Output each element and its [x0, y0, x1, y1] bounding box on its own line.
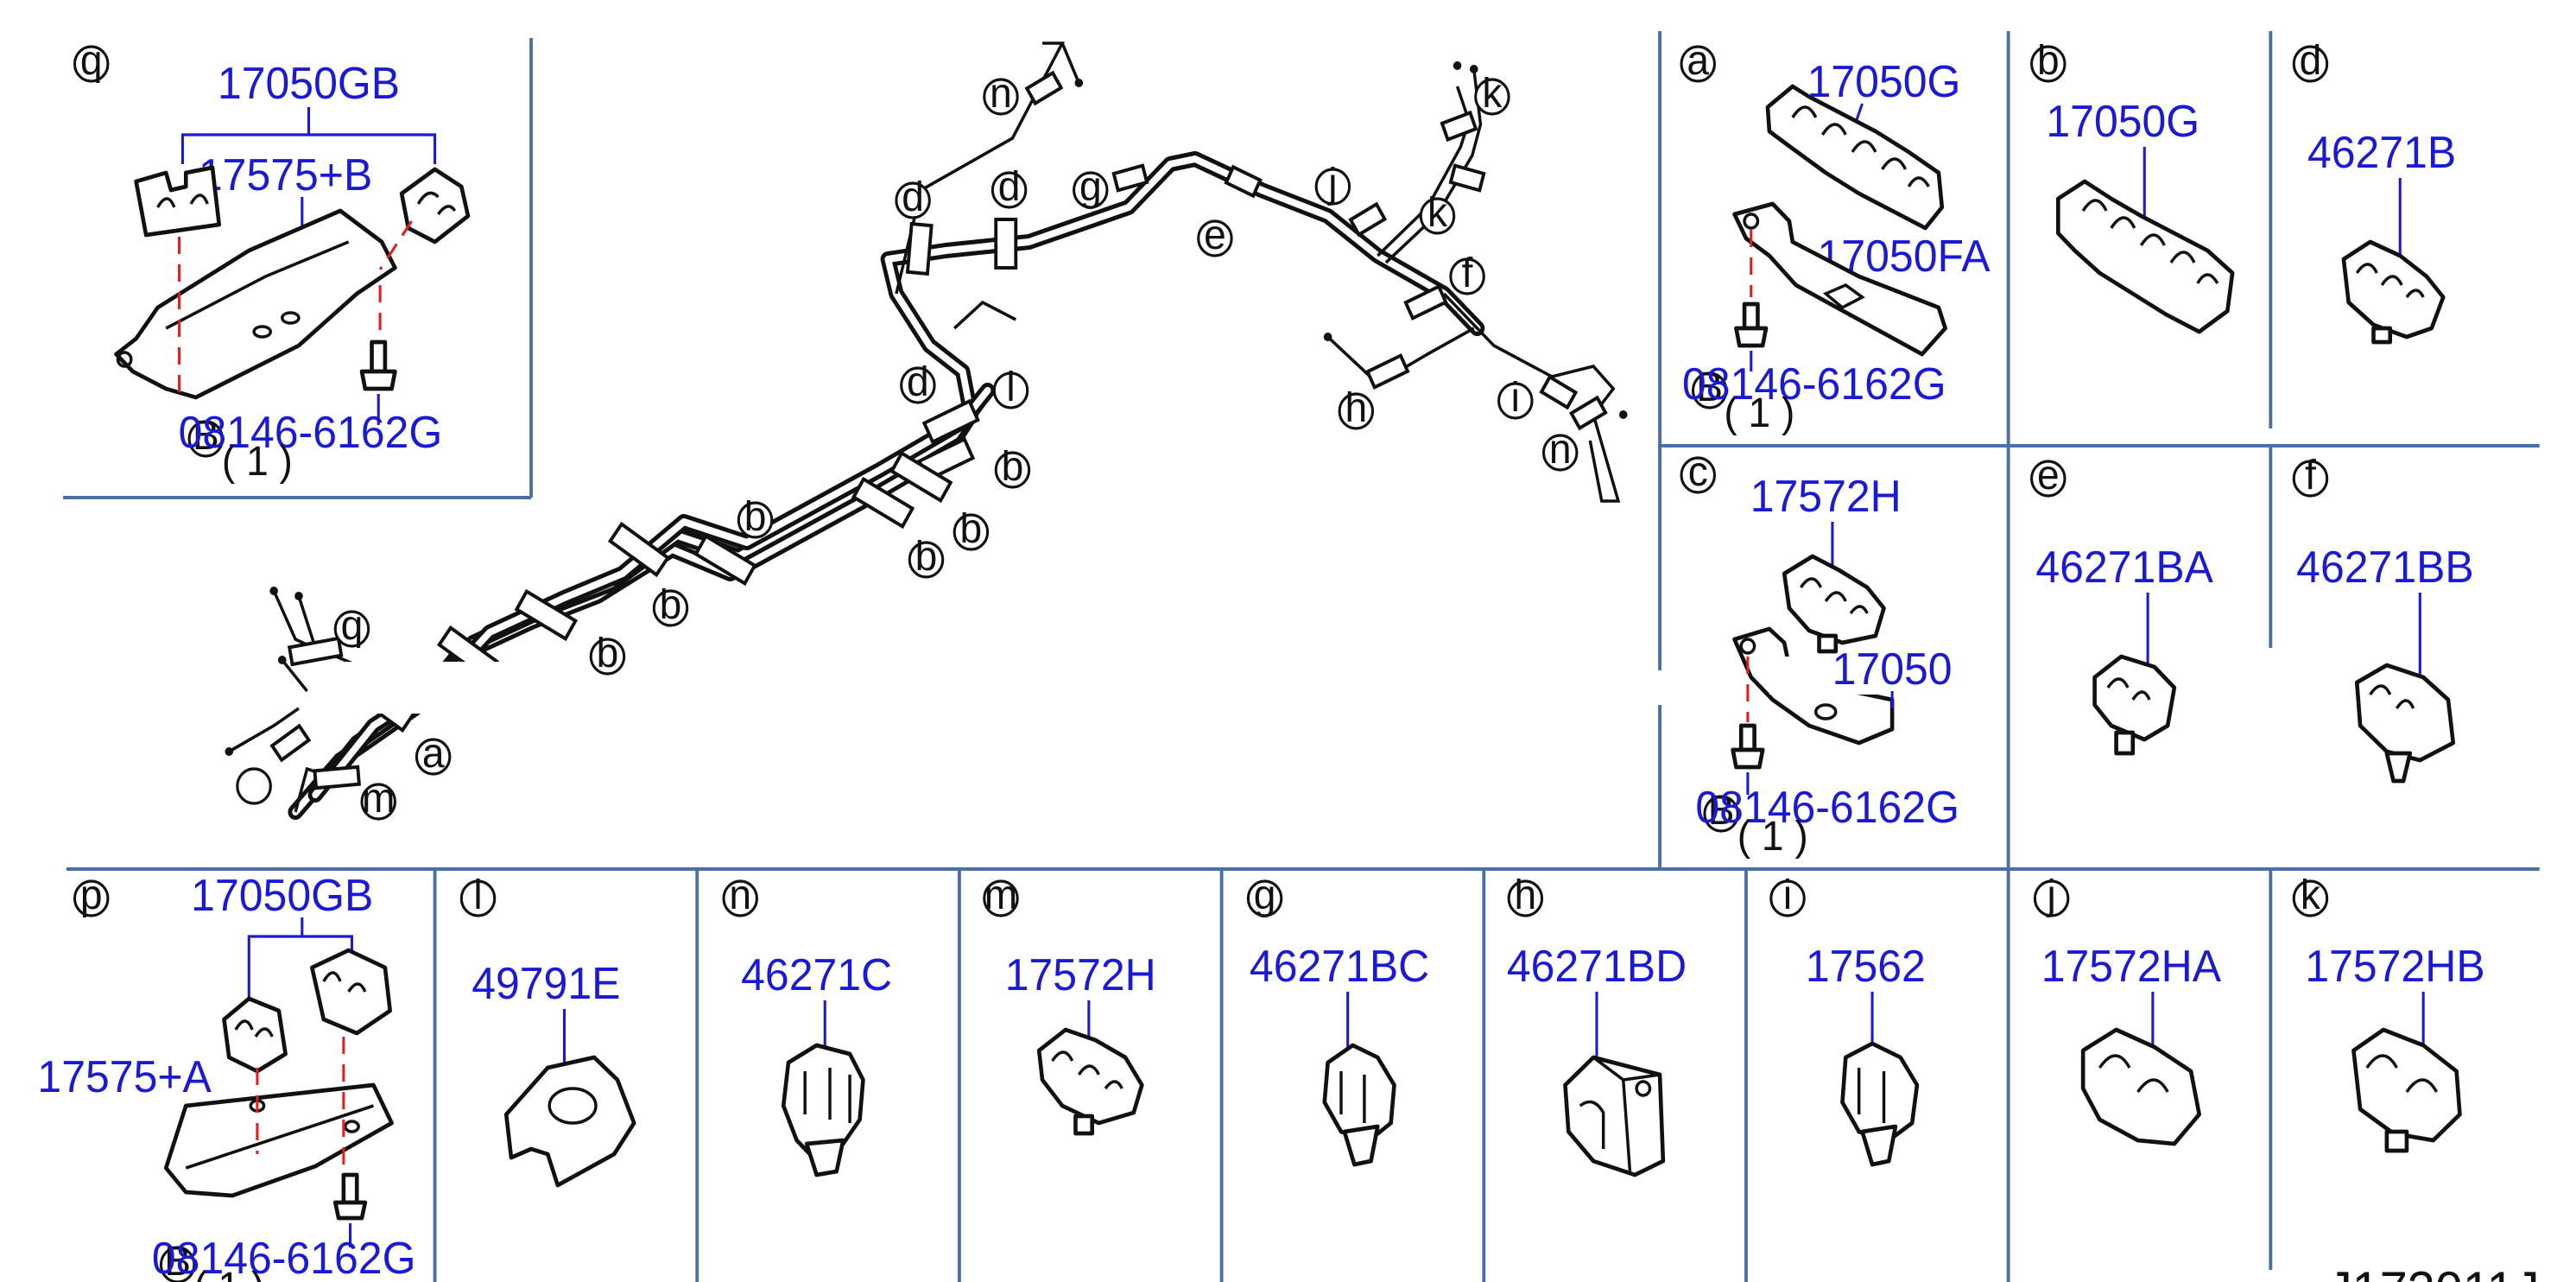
svg-text:g: g	[1079, 162, 1102, 209]
svg-text:( 1 ): ( 1 )	[1724, 389, 1794, 435]
svg-text:b: b	[1002, 442, 1024, 489]
svg-text:l: l	[473, 871, 482, 917]
svg-text:q: q	[80, 36, 103, 83]
main-callouts: n d d g e j k k f l d b b b b b b q c a …	[236, 69, 1579, 821]
panel-a: a 17050G 17050FA B 08146-6162G ( 1 )	[1680, 36, 1991, 435]
svg-text:n: n	[1549, 425, 1572, 472]
svg-text:a: a	[422, 729, 445, 776]
panel-e: e 46271BA	[2030, 451, 2213, 756]
panel-n: n 46271C	[722, 871, 892, 1177]
svg-text:j: j	[2046, 871, 2056, 917]
svg-text:46271B: 46271B	[2307, 127, 2456, 177]
svg-text:( 1 ): ( 1 )	[1737, 812, 1808, 859]
svg-text:k: k	[1427, 188, 1448, 235]
brake-tube-assembly: n d d g e j k k f l d b b b b b b q c a …	[225, 41, 1628, 821]
svg-text:B: B	[193, 411, 219, 458]
svg-text:49791E: 49791E	[472, 958, 620, 1008]
svg-text:17050GB: 17050GB	[218, 58, 400, 108]
panel-i: i 17562	[1769, 871, 1926, 1167]
svg-text:i: i	[1511, 373, 1520, 420]
svg-text:b: b	[960, 505, 983, 551]
svg-text:46271BD: 46271BD	[1507, 941, 1687, 991]
svg-text:e: e	[2037, 451, 2060, 498]
svg-text:q: q	[341, 601, 364, 648]
svg-text:17050: 17050	[1832, 644, 1953, 694]
svg-text:46271BA: 46271BA	[2035, 542, 2213, 592]
svg-text:f: f	[2305, 451, 2317, 498]
svg-text:17050G: 17050G	[1807, 56, 1961, 106]
svg-text:17050GB: 17050GB	[191, 870, 373, 920]
panel-c: c 17572H 17050 B 08146-6162G ( 1 )	[1680, 447, 1959, 859]
svg-text:46271C: 46271C	[741, 949, 892, 1000]
svg-text:i: i	[1783, 871, 1792, 917]
svg-text:( 1 ): ( 1 )	[193, 1263, 264, 1282]
svg-text:d: d	[998, 162, 1021, 209]
diagram-reference: J173011J	[2327, 1262, 2540, 1282]
svg-text:17572H: 17572H	[1005, 949, 1156, 1000]
svg-text:d: d	[2300, 36, 2322, 83]
panel-k: k 17572HB	[2292, 871, 2485, 1153]
svg-text:a: a	[1687, 36, 1709, 83]
panel-m: m 17572H	[983, 871, 1156, 1136]
svg-text:08146-6162G: 08146-6162G	[152, 1233, 416, 1282]
svg-text:h: h	[1345, 384, 1367, 430]
svg-text:j: j	[1326, 159, 1337, 206]
svg-text:17575+A: 17575+A	[37, 1051, 211, 1101]
svg-text:17572H: 17572H	[1750, 471, 1902, 521]
panel-j: j 17572HA	[2033, 871, 2221, 1146]
svg-text:b: b	[915, 532, 938, 579]
svg-text:08146-6162G: 08146-6162G	[179, 407, 443, 457]
svg-text:f: f	[1462, 249, 1474, 295]
panel-g: g 46271BC	[1246, 871, 1429, 1167]
panel-b: b 17050G	[2030, 36, 2235, 334]
svg-text:m: m	[362, 774, 395, 821]
svg-text:b: b	[597, 629, 619, 676]
svg-text:p: p	[80, 871, 103, 917]
svg-text:d: d	[902, 173, 924, 219]
svg-text:17575+B: 17575+B	[199, 149, 372, 200]
svg-text:e: e	[1204, 211, 1226, 257]
svg-text:b: b	[2037, 36, 2060, 83]
svg-text:b: b	[660, 581, 682, 627]
svg-text:17050G: 17050G	[2046, 96, 2199, 146]
panel-q: q 17050GB 17575+B B 08146-6162G ( 1 )	[73, 36, 471, 484]
panel-d: d 46271B	[2292, 36, 2456, 345]
svg-text:k: k	[2301, 871, 2321, 917]
svg-text:46271BB: 46271BB	[2296, 542, 2474, 592]
svg-text:08146-6162G: 08146-6162G	[1695, 782, 1959, 832]
svg-text:g: g	[1254, 871, 1276, 917]
svg-text:h: h	[1515, 871, 1537, 917]
svg-text:d: d	[907, 358, 929, 404]
svg-text:n: n	[729, 871, 751, 917]
panel-p: p 17050GB 17575+A B 08146-6162G ( 1 )	[37, 870, 415, 1282]
svg-text:17562: 17562	[1806, 941, 1926, 991]
svg-text:m: m	[984, 871, 1017, 917]
panel-h: h 46271BD	[1507, 871, 1687, 1177]
svg-text:46271BC: 46271BC	[1250, 941, 1429, 991]
svg-text:17572HA: 17572HA	[2041, 941, 2221, 991]
panel-l: l 49791E	[459, 871, 636, 1188]
svg-text:( 1 ): ( 1 )	[222, 437, 293, 484]
panel-f: f 46271BB	[2292, 451, 2474, 784]
grid-lines	[63, 31, 2540, 1282]
svg-text:17572HB: 17572HB	[2305, 941, 2484, 991]
svg-text:B: B	[1708, 786, 1735, 833]
svg-text:B: B	[164, 1237, 191, 1282]
svg-text:k: k	[1482, 69, 1503, 116]
svg-text:b: b	[744, 492, 767, 539]
svg-text:n: n	[990, 69, 1012, 116]
svg-text:B: B	[1696, 363, 1723, 409]
svg-text:c: c	[1688, 447, 1708, 494]
svg-text:08146-6162G: 08146-6162G	[1682, 359, 1946, 409]
svg-text:l: l	[1006, 363, 1015, 409]
